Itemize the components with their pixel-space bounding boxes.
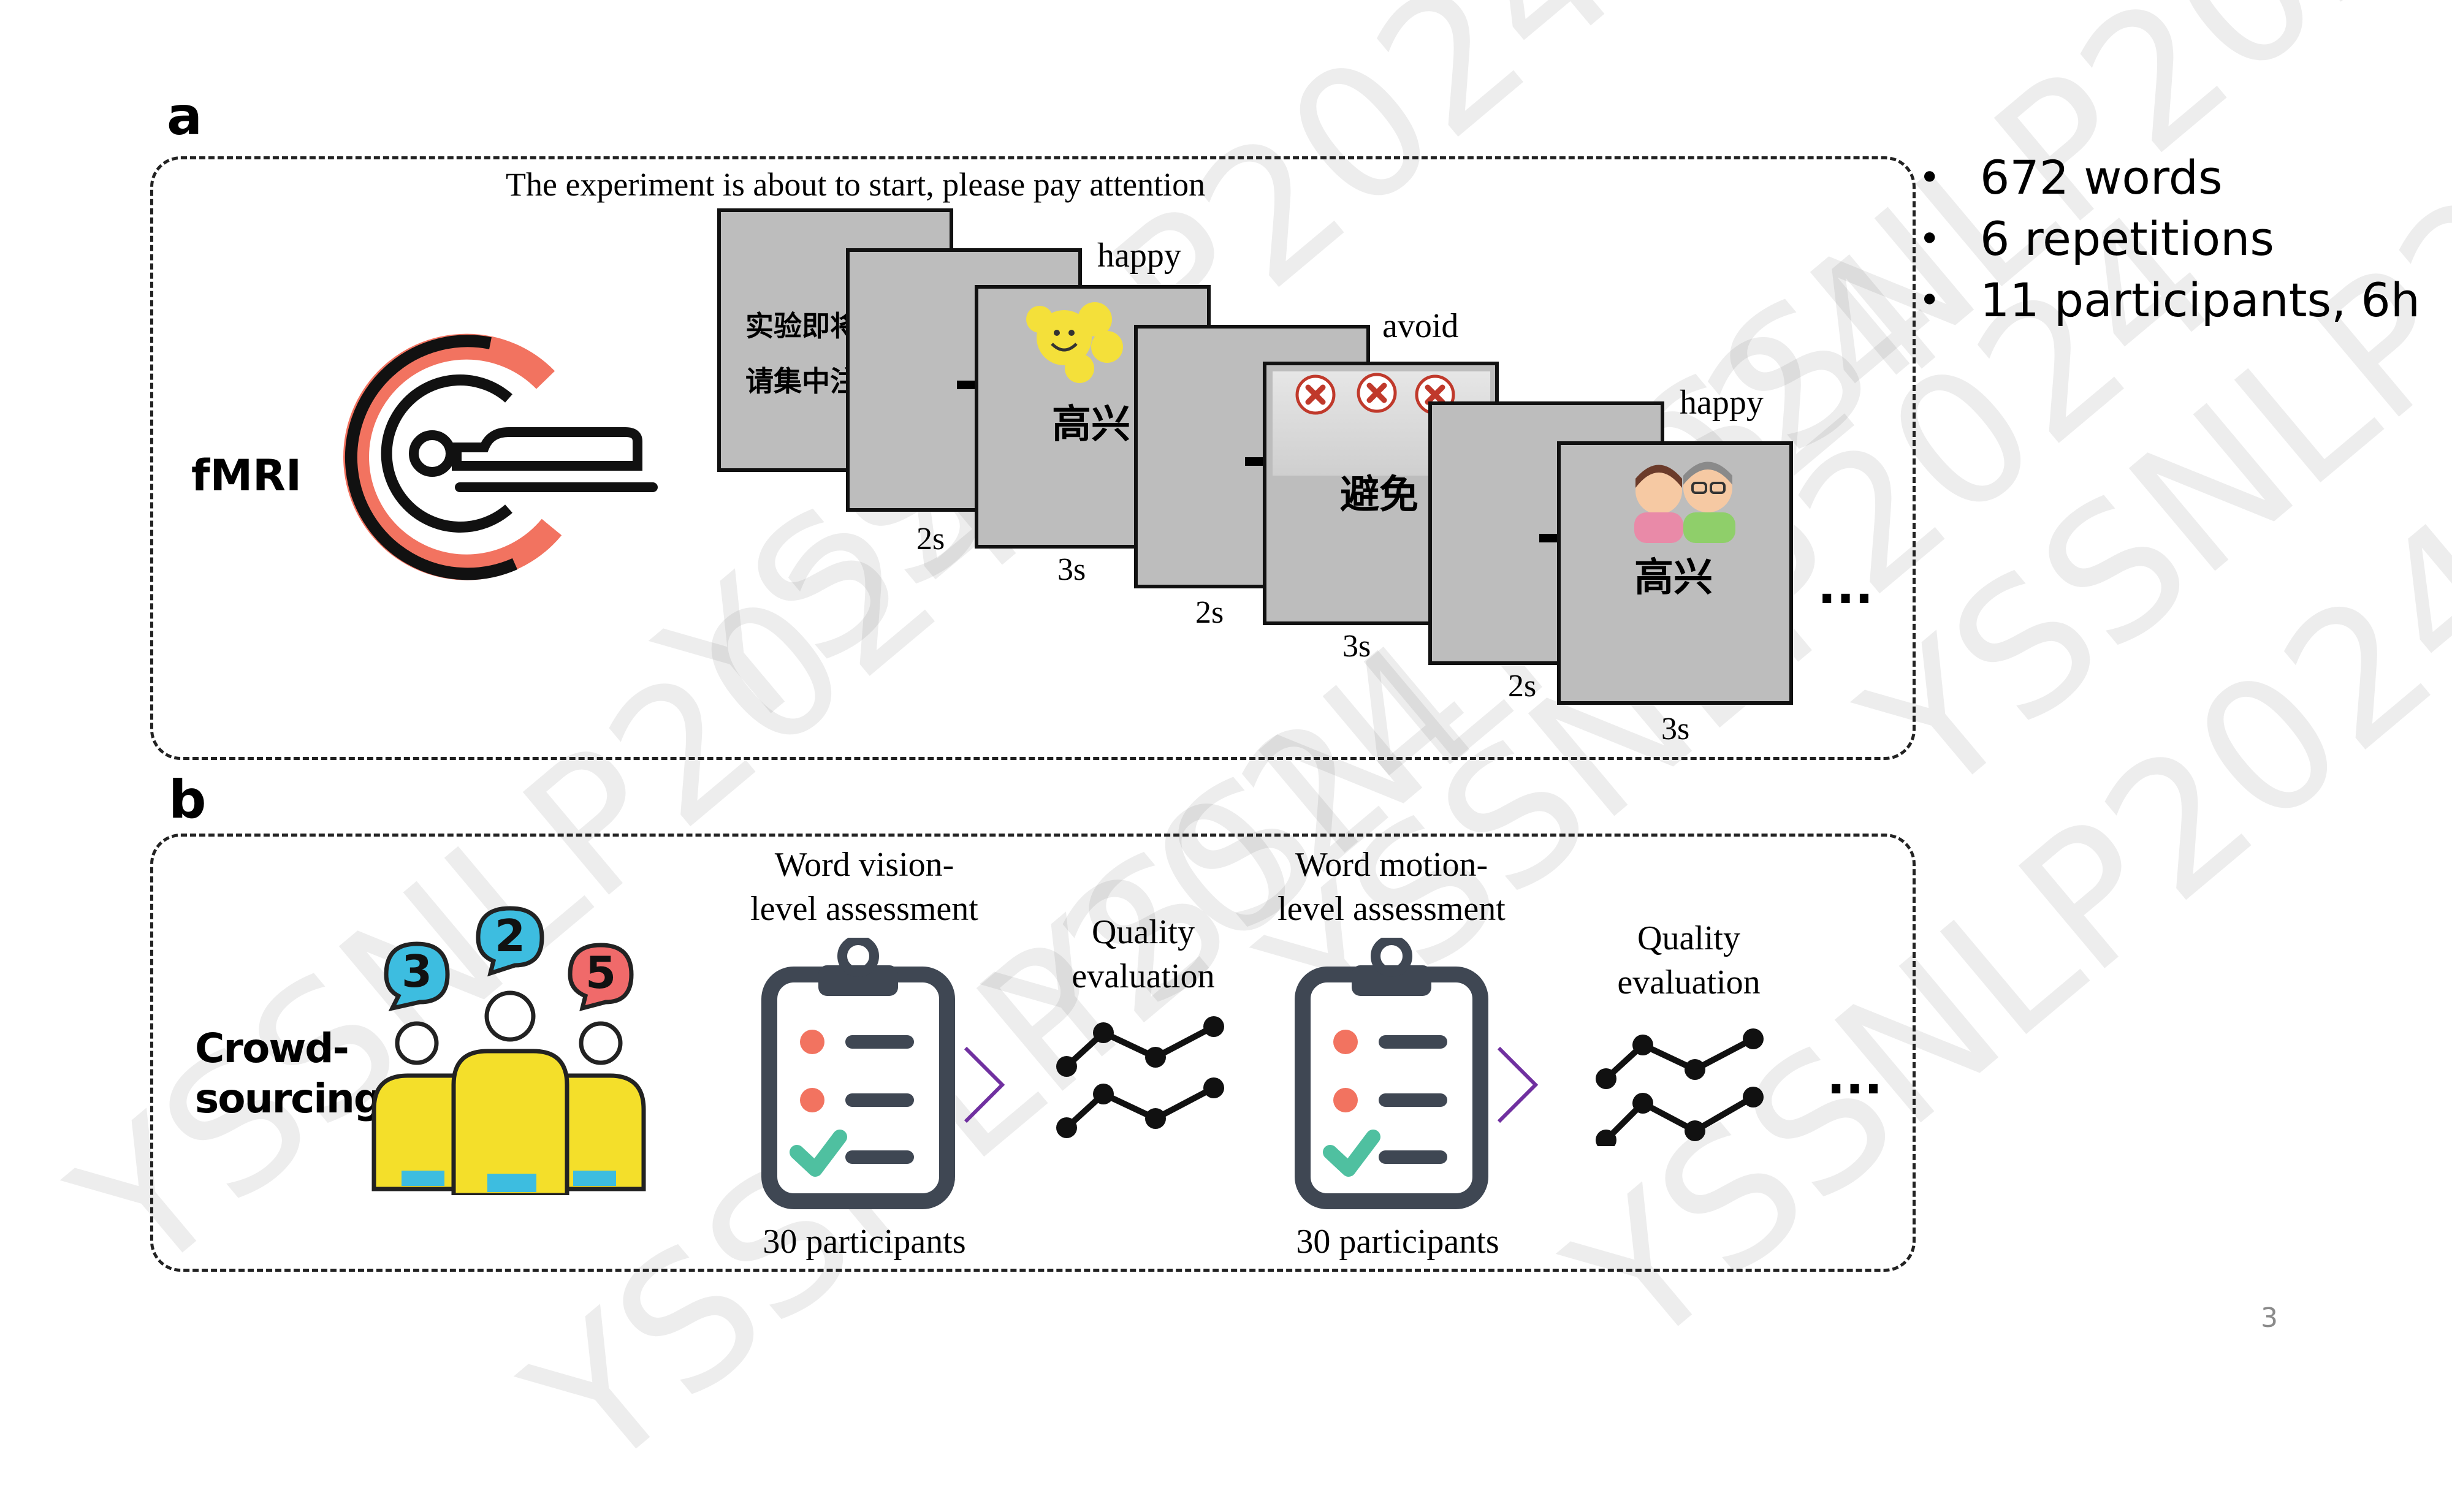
fixation-cross [1245, 457, 1263, 466]
stat-item: • 11 participants, 6h [1919, 270, 2420, 331]
page-number: 3 [2261, 1302, 2278, 1334]
participants-count: 30 participants [1296, 1223, 1499, 1261]
quality-line-1: Quality [1637, 919, 1740, 957]
chevron-right-icon [964, 1046, 1005, 1123]
word-label: avoid [1382, 307, 1459, 345]
trend-lines-icon [1056, 1016, 1224, 1138]
word-text: 避免 [1340, 473, 1418, 518]
badge-number: 2 [495, 910, 525, 962]
word-label: happy [1680, 384, 1764, 422]
panel-a [150, 156, 1916, 760]
fixation-cross [957, 381, 975, 389]
step-title: Word vision- level assessment [729, 843, 999, 931]
word-screen: 高兴 [1557, 441, 1793, 705]
elderly-couple-image [1634, 462, 1735, 543]
quality-line-2: evaluation [1617, 963, 1761, 1001]
stat-item: • 672 words [1919, 147, 2420, 208]
smiley-faces-image [1026, 302, 1123, 383]
intro-text: The experiment is about to start, please… [506, 166, 1206, 203]
duration-label: 3s [1057, 552, 1086, 587]
experiment-stats: • 672 words • 6 repetitions • 11 participan… [1919, 147, 2420, 331]
bullet-icon: • [1919, 279, 1941, 322]
bullet-icon: • [1919, 218, 1941, 260]
duration-label: 2s [1195, 595, 1224, 630]
stat-text: 6 repetitions [1980, 211, 2274, 266]
stat-text: 11 participants, 6h [1980, 273, 2420, 327]
quality-evaluation-label: Quality evaluation [1575, 916, 1802, 1005]
duration-label: 3s [1661, 712, 1690, 747]
word-text: 高兴 [1634, 555, 1713, 601]
duration-label: 3s [1342, 629, 1371, 664]
clipboard-checklist-icon [761, 938, 955, 1209]
word-label: happy [1097, 237, 1181, 275]
fixation-cross [1539, 534, 1558, 542]
crowdsourcing-line-2: sourcing [195, 1075, 383, 1122]
badge-number: 3 [402, 946, 432, 997]
crowd-people-icon: 3 2 5 [371, 906, 646, 1195]
bullet-icon: • [1919, 156, 1941, 199]
chevron-right-icon [1497, 1046, 1539, 1123]
panel-a-label: a [167, 86, 203, 147]
duration-label: 2s [916, 522, 945, 557]
step-title: Word motion- level assessment [1257, 843, 1526, 931]
trend-lines-icon [1596, 1028, 1764, 1146]
panel-b [150, 834, 1916, 1272]
clipboard-checklist-icon [1295, 938, 1488, 1209]
quality-evaluation-label: Quality evaluation [1030, 910, 1257, 998]
stat-text: 672 words [1980, 150, 2223, 205]
quality-line-2: evaluation [1072, 957, 1215, 995]
quality-line-1: Quality [1092, 913, 1195, 951]
stat-item: • 6 repetitions [1919, 208, 2420, 270]
step-title-line-2: level assessment [1277, 890, 1506, 928]
fmri-label: fMRI [191, 450, 302, 501]
duration-label: 2s [1508, 669, 1537, 704]
step-title-line-1: Word motion- [1295, 846, 1488, 884]
participants-count: 30 participants [763, 1223, 966, 1261]
badge-number: 5 [585, 947, 616, 998]
watermark: YSSNLP2024 [1827, 0, 2452, 838]
step-title-line-1: Word vision- [774, 846, 954, 884]
mri-scanner-icon [343, 333, 658, 580]
continuation-ellipsis: ... [1827, 1048, 1883, 1105]
panel-b-label: b [169, 769, 207, 830]
step-title-line-2: level assessment [750, 890, 978, 928]
crowdsourcing-line-1: Crowd- [195, 1025, 349, 1072]
continuation-ellipsis: ... [1818, 558, 1874, 615]
word-text: 高兴 [1052, 402, 1130, 447]
crowdsourcing-label: Crowd- sourcing [195, 1024, 383, 1124]
